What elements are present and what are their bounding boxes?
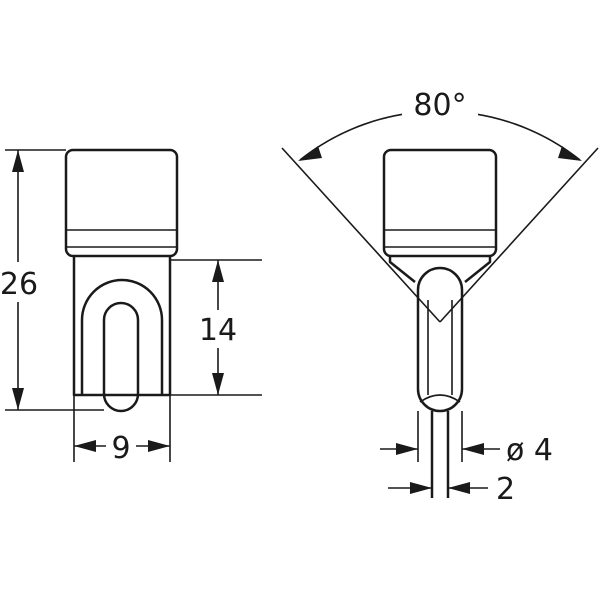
label-diameter: ø 4 [506, 433, 553, 468]
dimension-thickness: 2 [388, 472, 515, 507]
front-body [72, 256, 172, 397]
label-thickness: 2 [496, 472, 515, 507]
label-lower-height: 14 [199, 313, 237, 348]
front-u-channel [80, 278, 164, 395]
label-width: 9 [111, 431, 130, 466]
side-pin-end-curve [419, 394, 461, 403]
dimension-diameter: ø 4 [380, 411, 553, 468]
side-view [382, 148, 498, 498]
dimension-angle: 80° [281, 80, 599, 323]
dimension-width: 9 [73, 395, 171, 466]
front-cap [64, 148, 179, 258]
dimension-overall-height: 26 [0, 149, 104, 411]
front-view [64, 148, 179, 413]
label-angle: 80° [413, 88, 466, 123]
side-body-taper [388, 256, 492, 283]
front-slot [102, 301, 140, 413]
label-overall-height: 26 [0, 267, 38, 302]
side-cap [382, 148, 498, 258]
dimension-lower-height: 14 [170, 259, 262, 396]
side-pin [416, 266, 464, 413]
